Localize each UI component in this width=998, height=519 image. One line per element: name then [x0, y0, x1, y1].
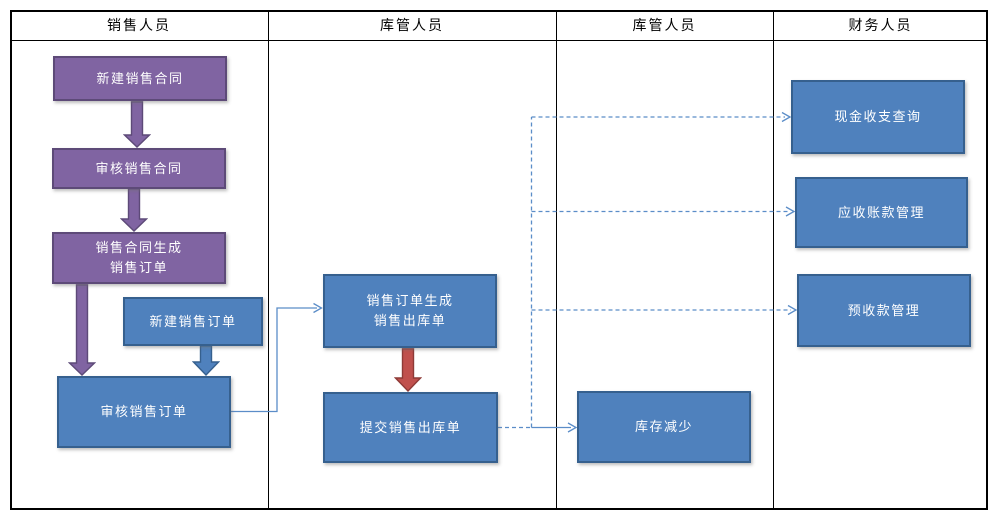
lane-header-finance: 财务人员	[848, 17, 913, 33]
lane-border-1	[268, 10, 269, 510]
node-cash-query-label: 现金收支查询	[834, 109, 922, 124]
node-advance-mgmt: 预收款管理	[797, 274, 971, 347]
lane-border-3	[773, 10, 774, 510]
node-new-contract: 新建销售合同	[53, 56, 227, 101]
swimlane-frame	[10, 10, 988, 510]
node-contract-to-order: 销售合同生成 销售订单	[52, 232, 226, 284]
node-review-order: 审核销售订单	[57, 376, 231, 448]
node-cash-query: 现金收支查询	[791, 80, 965, 154]
lane-header-sales: 销售人员	[107, 17, 171, 33]
node-receivables-mgmt: 应收账款管理	[795, 177, 968, 248]
node-new-order: 新建销售订单	[123, 297, 263, 346]
node-inventory-decrease: 库存减少	[577, 391, 751, 463]
node-review-order-label: 审核销售订单	[100, 404, 188, 419]
lane-border-2	[556, 10, 557, 510]
node-submit-outbound-label: 提交销售出库单	[359, 419, 462, 435]
node-new-order-label: 新建销售订单	[149, 313, 237, 329]
node-order-to-outbound: 销售订单生成 销售出库单	[323, 274, 497, 348]
node-contract-to-order-line1: 销售合同生成	[95, 240, 183, 255]
lane-header-warehouse1: 库管人员	[380, 17, 444, 33]
node-order-to-outbound-line1: 销售订单生成	[366, 293, 454, 308]
node-review-contract: 审核销售合同	[52, 148, 226, 189]
node-order-to-outbound-line2: 销售出库单	[373, 313, 447, 328]
lane-header-warehouse2: 库管人员	[632, 17, 697, 33]
node-new-contract-label: 新建销售合同	[96, 70, 184, 86]
node-submit-outbound: 提交销售出库单	[323, 392, 498, 463]
node-contract-to-order-line2: 销售订单	[109, 260, 168, 275]
node-advance-mgmt-label: 预收款管理	[847, 302, 921, 318]
node-receivables-mgmt-label: 应收账款管理	[837, 204, 925, 220]
header-separator-line	[10, 40, 988, 41]
node-inventory-decrease-label: 库存减少	[634, 419, 693, 434]
node-review-contract-label: 审核销售合同	[95, 160, 183, 176]
